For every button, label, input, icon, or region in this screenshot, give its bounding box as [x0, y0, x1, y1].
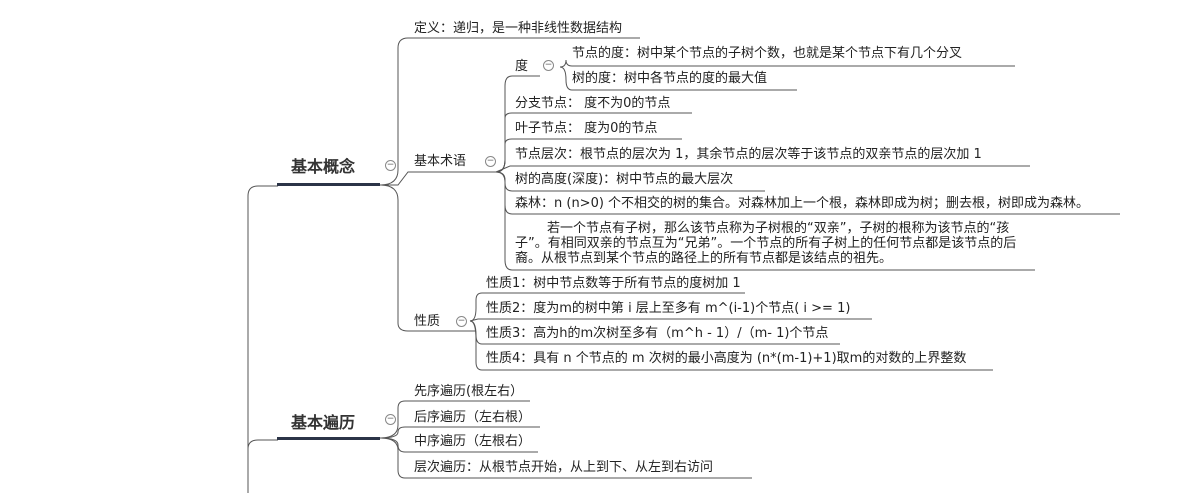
- terms-node[interactable]: 基本术语: [414, 154, 467, 169]
- traversal-preorder-node[interactable]: 先序遍历(根左右）: [414, 384, 524, 399]
- branch-relations: [495, 171, 1035, 271]
- branch-terms: [380, 171, 496, 186]
- branch-levelorder: [379, 437, 752, 479]
- collapse-icon[interactable]: −: [385, 414, 396, 425]
- degree-node[interactable]: 度: [515, 59, 529, 74]
- collapse-icon[interactable]: −: [485, 156, 496, 167]
- branch-level: [495, 165, 1030, 173]
- relations-text: 若一个节点有子树，那么该节点称为子树根的“双亲”，子树的根称为该节点的“孩子”。…: [515, 221, 1017, 266]
- property-2-node[interactable]: 性质2：度为m的树中第 i 层上至多有 m^(i-1)个节点( i >= 1): [486, 301, 851, 316]
- branch-properties: [379, 184, 476, 332]
- branch-postorder: [379, 426, 540, 439]
- collapse-icon[interactable]: −: [543, 60, 554, 71]
- relations-node[interactable]: 若一个节点有子树，那么该节点称为子树根的“双亲”，子树的根称为该节点的“孩子”。…: [515, 221, 1025, 266]
- property-1-node[interactable]: 性质1：树中节点数等于所有节点的度树加 1: [486, 276, 741, 291]
- node-degree-node[interactable]: 节点的度：树中某个节点的子树个数，也就是某个节点下有几个分叉: [572, 46, 963, 61]
- property-4-node[interactable]: 性质4：具有 n 个节点的 m 次树的最小高度为 (n*(m-1)+1)取m的对…: [486, 351, 967, 366]
- traversal-postorder-node[interactable]: 后序遍历（左右根）: [414, 410, 532, 425]
- branch-prop-1: [469, 292, 745, 322]
- leaf-node-node[interactable]: 叶子节点： 度为0的节点: [515, 121, 658, 136]
- collapse-icon[interactable]: −: [456, 316, 467, 327]
- definition-node[interactable]: 定义：递归，是一种非线性数据结构: [414, 21, 623, 36]
- branch-definition: [379, 37, 640, 186]
- forest-node[interactable]: 森林：n (n>0) 个不相交的树的集合。对森林加上一个根，森林即成为树；删去根…: [515, 196, 1090, 211]
- traversal-inorder-node[interactable]: 中序遍历（左根右）: [414, 434, 532, 449]
- root-trunk-branch-2: [247, 439, 278, 450]
- heading-basic-concepts[interactable]: 基本概念: [291, 157, 356, 176]
- tree-degree-node[interactable]: 树的度：树中各节点的度的最大值: [572, 71, 768, 86]
- root-trunk-line: [247, 185, 278, 493]
- branch-leaf-node: [495, 138, 682, 173]
- branch-prop-2: [469, 318, 872, 322]
- properties-node[interactable]: 性质: [414, 314, 441, 329]
- heading-underline-basic-traversal: [277, 437, 380, 440]
- level-node[interactable]: 节点层次：根节点的层次为 1，其余节点的层次等于该节点的双亲节点的层次加 1: [515, 147, 982, 162]
- traversal-levelorder-node[interactable]: 层次遍历：从根节点开始，从上到下、从左到右访问: [414, 460, 714, 475]
- branch-prop-4: [469, 320, 993, 371]
- collapse-icon[interactable]: −: [385, 160, 396, 171]
- branch-node-node[interactable]: 分支节点： 度不为0的节点: [515, 96, 671, 111]
- heading-underline-basic-concepts: [277, 183, 380, 186]
- branch-tree-degree: [559, 66, 797, 91]
- height-node[interactable]: 树的高度(深度)：树中节点的最大层次: [515, 172, 734, 187]
- branch-preorder: [379, 400, 530, 439]
- property-3-node[interactable]: 性质3：高为h的m次树至多有（m^h - 1）/（m- 1)个节点: [486, 326, 829, 341]
- branch-node-degree: [559, 59, 1015, 68]
- heading-basic-traversal[interactable]: 基本遍历: [291, 413, 356, 432]
